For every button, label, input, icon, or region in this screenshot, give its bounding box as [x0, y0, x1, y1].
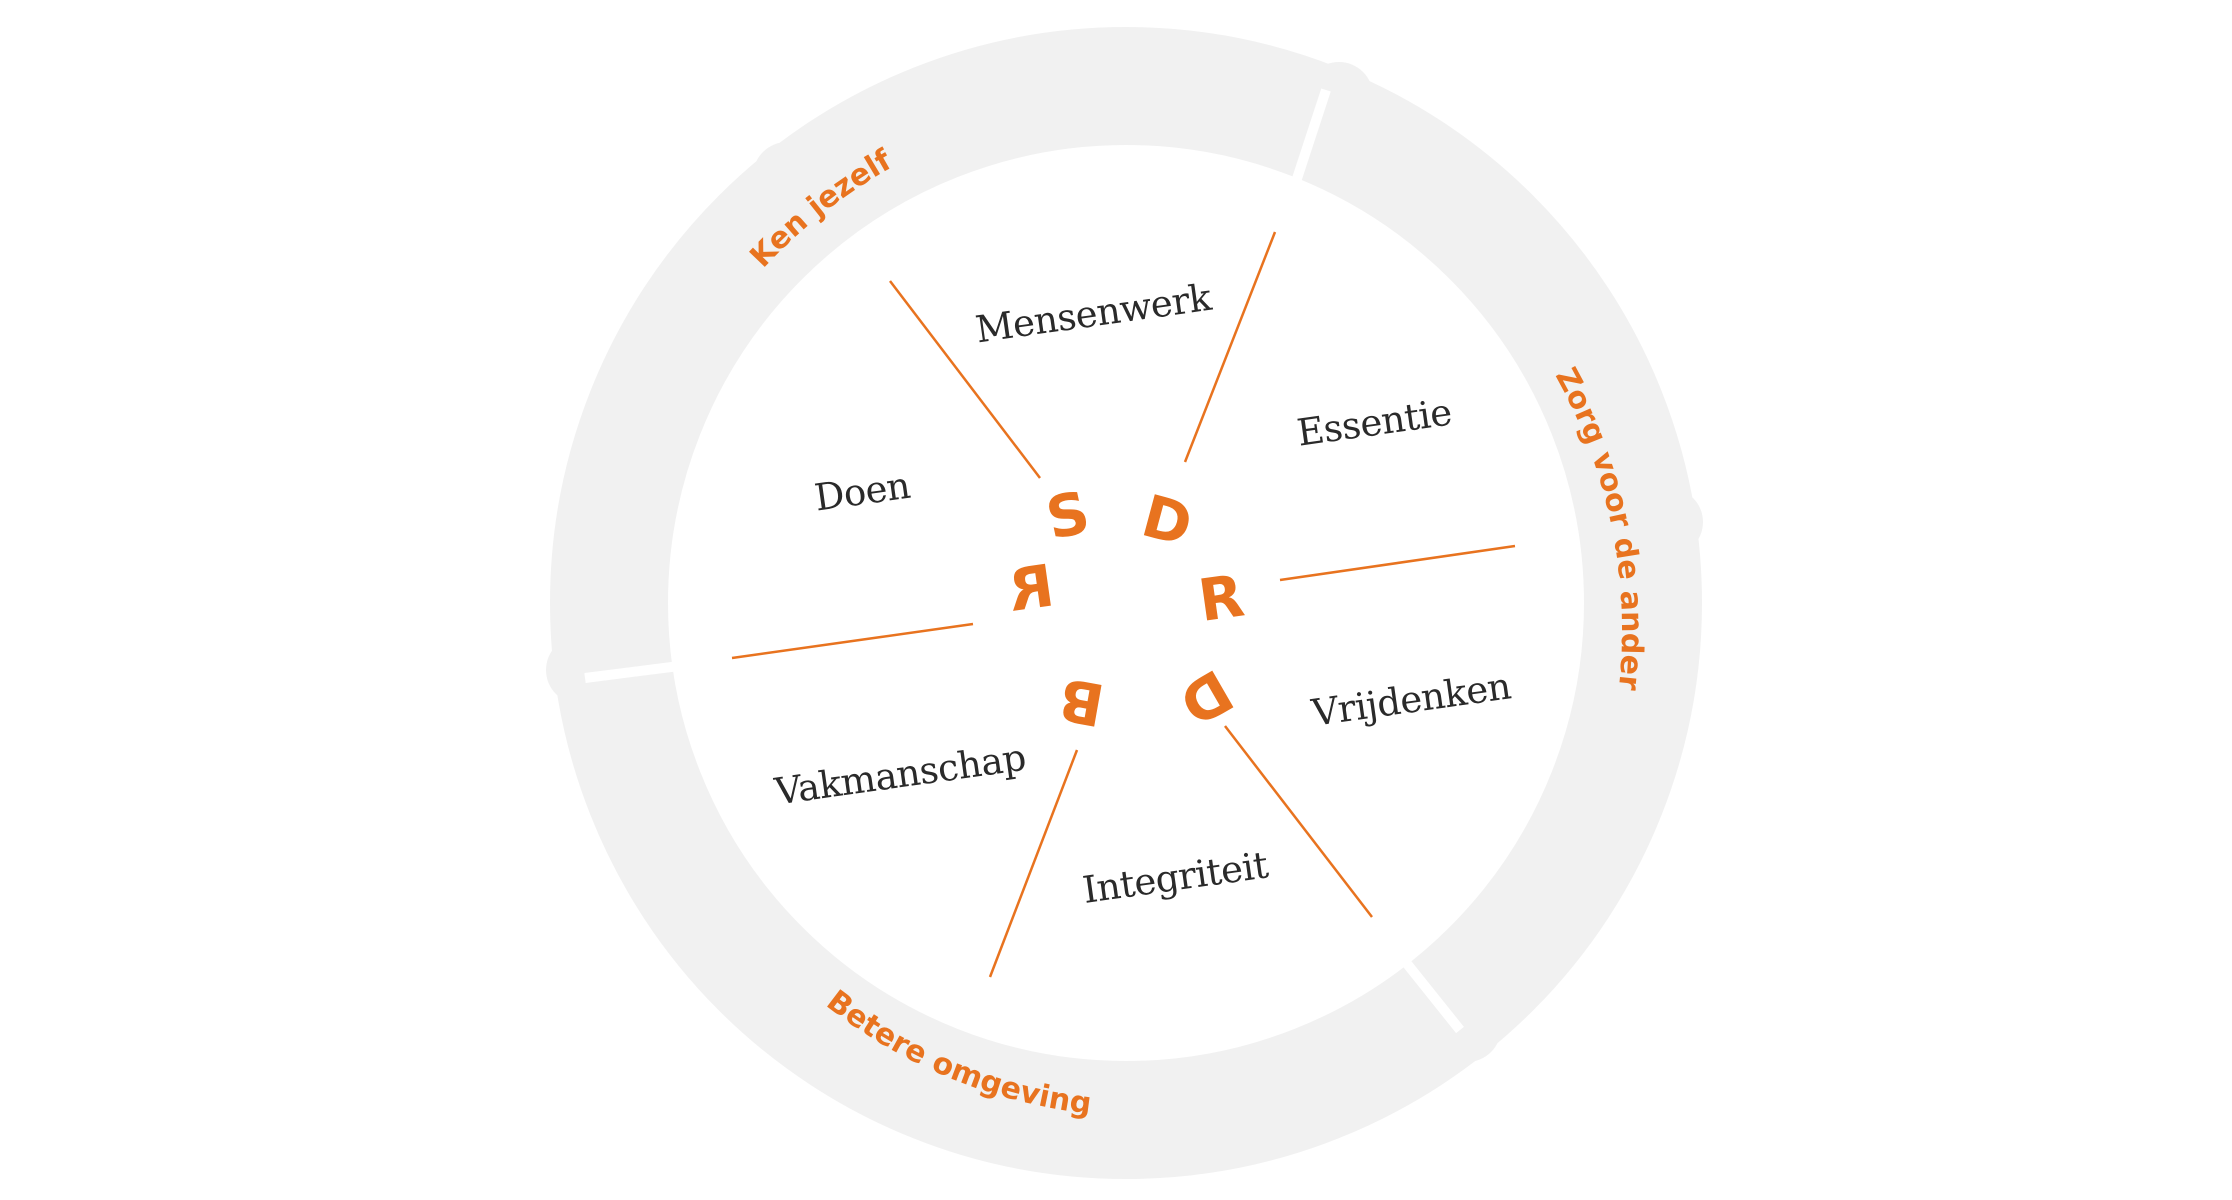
segment-label-mensenwerk: Mensenwerk: [973, 276, 1215, 352]
spoke-line: [988, 749, 1079, 978]
center-letter-s: S: [1040, 478, 1095, 553]
center-letter-r: R: [1004, 551, 1058, 625]
center-letter-d: D: [1135, 482, 1199, 560]
ring-divider: [584, 659, 696, 683]
segment-label-integriteit: Integriteit: [1080, 843, 1271, 912]
ring-divider: [1285, 88, 1331, 202]
spoke-line: [731, 622, 974, 660]
segment-label-vakmanschap: Vakmanschap: [771, 736, 1028, 814]
segment-label-vrijdenken: Vrijdenken: [1308, 664, 1513, 735]
center-letter-d: D: [1168, 656, 1244, 739]
center-letters: S D R D B R: [1004, 478, 1248, 739]
segment-label-doen: Doen: [812, 464, 913, 520]
outer-ring: [546, 27, 1703, 1179]
segment-label-essentie: Essentie: [1294, 391, 1454, 455]
ring-divider: [1392, 946, 1464, 1034]
spoke-line: [1224, 725, 1373, 918]
ring-band: [550, 27, 1702, 1179]
spokes: [731, 231, 1516, 978]
spoke-line: [889, 280, 1041, 479]
spoke-line: [1183, 231, 1277, 463]
center-letter-b: B: [1054, 664, 1109, 739]
spoke-line: [1279, 544, 1516, 582]
center-letter-r: R: [1194, 561, 1248, 635]
